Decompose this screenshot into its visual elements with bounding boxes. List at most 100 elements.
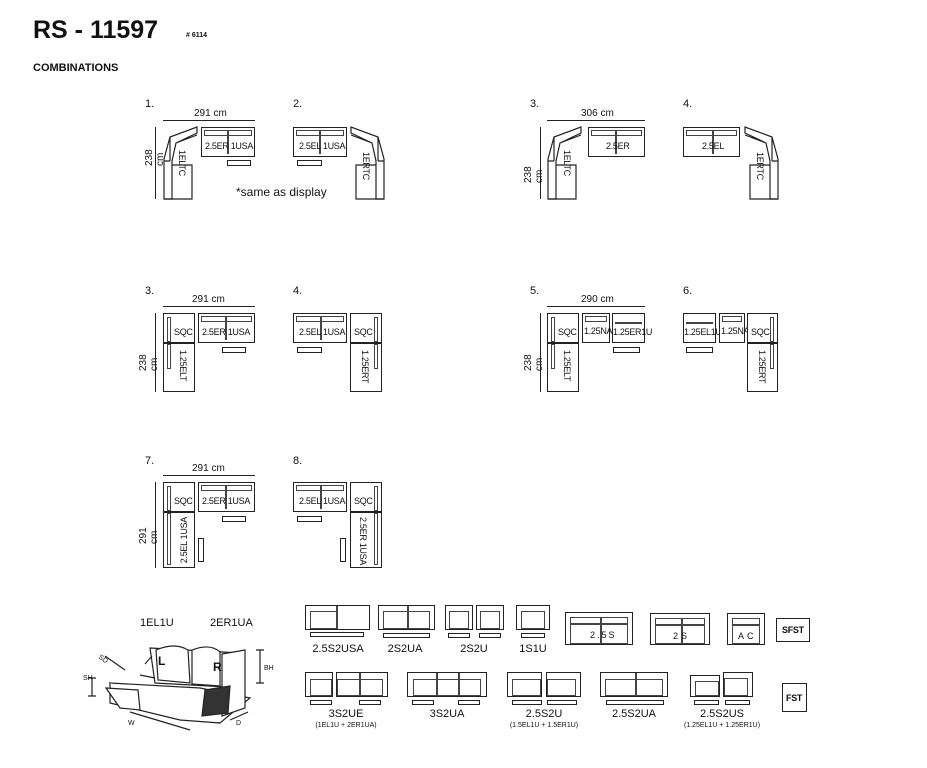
drawing-line xyxy=(712,130,714,154)
sofa-unit: 2.5ER 1USA xyxy=(201,127,255,157)
sofa-unit: 2.5EL xyxy=(683,127,740,157)
width-dimension: 291 cm xyxy=(194,108,227,119)
drawing-line xyxy=(551,317,555,342)
drawing-line xyxy=(615,130,617,154)
drawing-line xyxy=(310,611,338,629)
width-label: W xyxy=(128,720,135,727)
footrest xyxy=(297,160,322,166)
drawing-line xyxy=(600,672,668,697)
sofa-label: 2.5EL xyxy=(702,141,725,151)
width-dimension: 306 cm xyxy=(581,108,614,119)
drawing-line xyxy=(458,673,460,696)
dimension-line xyxy=(163,120,255,121)
corner-label: SQC xyxy=(354,327,373,337)
depth-dimension: 238 cm xyxy=(138,354,160,371)
legend-item: SFST xyxy=(776,618,810,642)
legend-sublabel: (1EL1U + 2ER1UA) xyxy=(315,722,377,729)
combo-number: 3. xyxy=(530,98,540,110)
drawing-line xyxy=(605,679,663,696)
right-unit-label: 2ER1UA xyxy=(210,617,253,629)
depth-dimension: 291 cm xyxy=(138,527,160,544)
corner-label: 1ERTC xyxy=(361,152,371,180)
drawing-line xyxy=(359,673,361,696)
drawing-line xyxy=(547,700,577,705)
depth-dimension: 238 cm xyxy=(523,354,545,371)
drawing-line xyxy=(507,672,542,697)
sofa-label: 2.5ER 1USA xyxy=(202,327,251,337)
legend-label: FST xyxy=(786,693,803,703)
footrest xyxy=(198,538,204,562)
footrest xyxy=(340,538,346,562)
chaise-unit: 1.25ERT xyxy=(350,343,382,392)
drawing-line xyxy=(516,605,550,630)
drawing-line xyxy=(635,673,637,696)
drawing-line xyxy=(413,679,481,696)
drawing-line xyxy=(383,633,430,638)
drawing-line xyxy=(521,633,545,638)
combo-number: 1. xyxy=(145,98,155,110)
drawing-line xyxy=(310,632,364,637)
corner-label: SQC xyxy=(174,496,193,506)
legend-item: FST xyxy=(782,683,807,712)
drawing-line xyxy=(320,316,322,340)
left-unit-label: 1EL1U xyxy=(140,617,174,629)
corner-label: SQC xyxy=(751,327,770,337)
drawing-line xyxy=(686,322,713,324)
drawing-line xyxy=(770,344,774,369)
drawing-line xyxy=(585,316,607,322)
sofa-unit: 2.5ER 1USA xyxy=(198,482,255,512)
corner-label: SQC xyxy=(558,327,577,337)
combo-number: 3. xyxy=(145,285,155,297)
dimension-line xyxy=(155,482,156,568)
sofa-unit: 2.5ER xyxy=(588,127,645,157)
drawing-line xyxy=(305,672,333,697)
drawing-line xyxy=(551,344,555,369)
corner-label: 1ELTC xyxy=(177,150,187,176)
drawing-line xyxy=(378,605,435,630)
sofa-unit: 2.5EL 1USA xyxy=(293,313,347,343)
drawing-line xyxy=(412,700,434,705)
drawing-line xyxy=(546,672,581,697)
drawing-line xyxy=(458,700,480,705)
corner-unit: SQC xyxy=(547,313,579,343)
armless-unit: 1.25NA xyxy=(582,313,613,343)
chaise-label: 1.25ERT xyxy=(360,350,370,384)
legend-label: SFST xyxy=(782,625,804,635)
drawing-line xyxy=(310,700,332,705)
drawing-line xyxy=(383,611,430,629)
note: *same as display xyxy=(236,185,327,199)
seat-height-label: SH xyxy=(83,675,93,682)
sofa-label: 2.5EL 1USA xyxy=(299,141,346,151)
drawing-line xyxy=(374,513,378,565)
chaise-label: 1.25ELT xyxy=(178,350,188,382)
drawing-line xyxy=(336,606,338,629)
drawing-line xyxy=(512,679,541,696)
drawing-line xyxy=(655,624,705,626)
dimension-line xyxy=(547,120,645,121)
width-dimension: 291 cm xyxy=(192,294,225,305)
chaise-unit: 1.25ELT xyxy=(547,343,579,392)
drawing-line xyxy=(449,611,469,629)
sofa-unit: 2.5EL 1USA xyxy=(293,482,347,512)
drawing-line xyxy=(167,317,171,342)
sofa-label: 2.5EL 1USA xyxy=(299,327,346,337)
legend-label: 2.5S xyxy=(590,630,617,640)
corner-unit: SQC xyxy=(163,313,195,343)
corner-unit: SQC xyxy=(350,313,382,343)
combo-number: 2. xyxy=(293,98,303,110)
drawing-line xyxy=(521,611,545,629)
drawing-line xyxy=(305,605,370,630)
combo-number: 8. xyxy=(293,455,303,467)
corner-unit-outline xyxy=(547,126,582,200)
drawing-line xyxy=(407,672,487,697)
combo-number: 6. xyxy=(683,285,693,297)
legend-label: 3S2UA xyxy=(429,708,465,720)
drawing-line xyxy=(167,513,171,565)
dimension-line xyxy=(155,127,156,199)
drawing-line xyxy=(690,675,720,697)
corner-unit: SQC xyxy=(163,482,195,512)
footrest xyxy=(222,516,246,522)
legend-label: 2S xyxy=(673,631,691,641)
recliner-label: 1.25ER1U xyxy=(613,327,653,337)
